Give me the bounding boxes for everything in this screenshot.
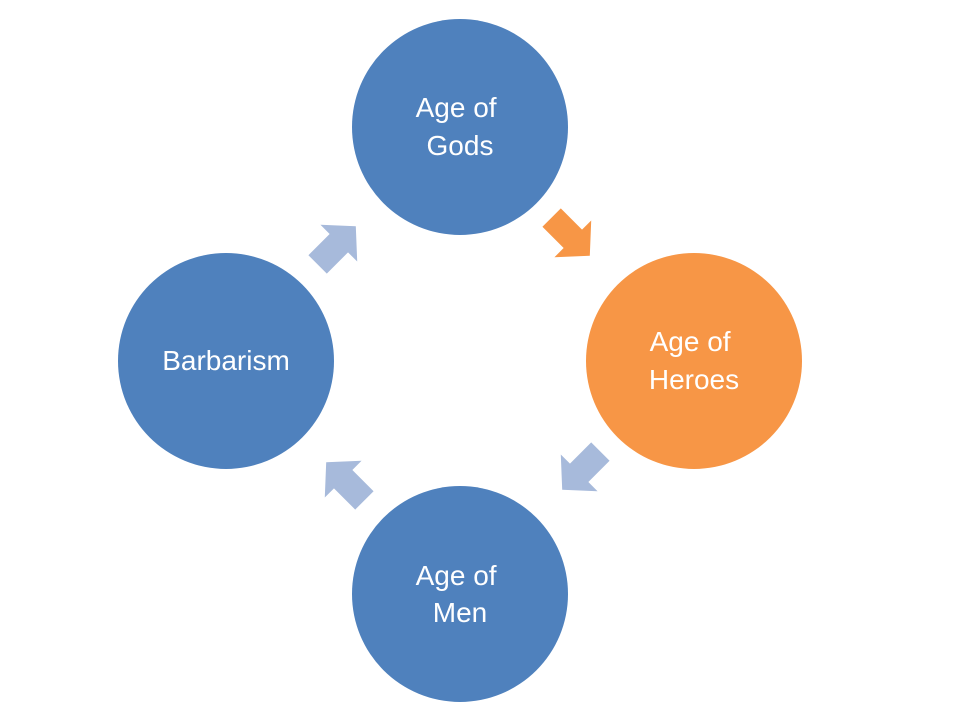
node-age-of-heroes: Age of Heroes [586, 253, 802, 469]
node-label-line: Age of [650, 326, 731, 357]
node-barbarism: Barbarism [118, 253, 334, 469]
node-circle [352, 486, 568, 702]
arrow-shape [560, 442, 610, 492]
node-label-line: Heroes [649, 364, 739, 395]
arrow-shape [308, 224, 358, 274]
node-label: Barbarism [162, 345, 290, 376]
node-age-of-gods: Age of Gods [352, 19, 568, 235]
node-circle [118, 253, 334, 469]
node-circle [586, 253, 802, 469]
node-label-line: Age of [416, 560, 497, 591]
arrow-heroes-to-men [560, 442, 610, 492]
arrow-shape [542, 208, 592, 258]
node-age-of-men: Age of Men [352, 486, 568, 702]
arrow-shape [324, 460, 374, 510]
arrow-gods-to-heroes [542, 208, 592, 258]
node-label-line: Gods [427, 130, 494, 161]
node-label-line: Men [433, 597, 487, 628]
node-label-line: Age of [416, 92, 497, 123]
arrow-barbarism-to-gods [308, 224, 358, 274]
node-label: Age of Gods [416, 92, 505, 161]
node-label: Age of Men [416, 560, 505, 628]
arrow-men-to-barbarism [324, 460, 374, 510]
node-circle [352, 19, 568, 235]
node-label-line: Barbarism [162, 345, 290, 376]
node-label: Age of Heroes [649, 326, 739, 395]
